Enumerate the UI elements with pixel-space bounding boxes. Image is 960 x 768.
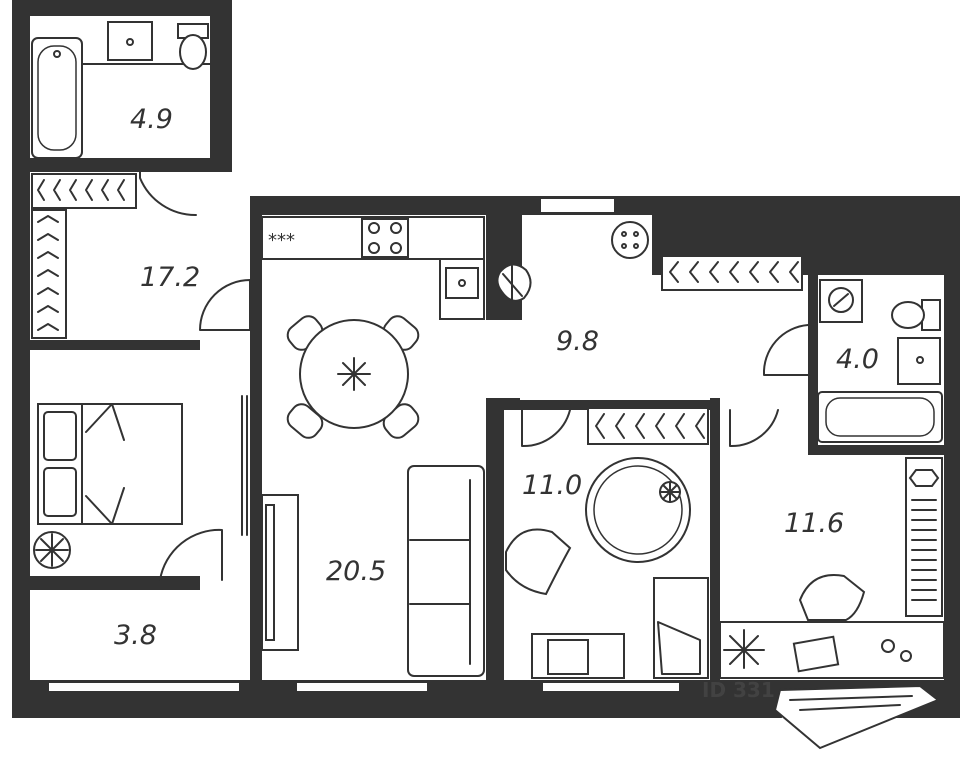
wc-sink xyxy=(897,337,941,385)
wm-dot-1 xyxy=(621,231,627,237)
desk-chair-center xyxy=(547,639,589,675)
plant-icon-hall xyxy=(496,263,532,302)
nightstand-lid xyxy=(657,621,701,675)
pillow-bottom xyxy=(43,467,77,517)
label-right-bedroom-area: 11.6 xyxy=(784,508,844,539)
wc-sink-drain xyxy=(916,356,924,364)
center-wardrobe-hangers xyxy=(595,413,705,439)
armchair-center xyxy=(505,528,572,596)
window-kitchen xyxy=(295,681,429,693)
bathroom-sink-drain xyxy=(126,38,134,46)
bathtub-inner xyxy=(37,45,77,151)
label-storage-area: 3.8 xyxy=(114,620,157,651)
laptop-icon xyxy=(792,635,840,673)
washing-machine-hall xyxy=(611,221,649,259)
door-hallway xyxy=(199,279,251,331)
center-bedroom-wardrobe xyxy=(587,407,709,445)
wall-corridor xyxy=(250,330,262,680)
wall-wc-bottom xyxy=(808,445,944,455)
wall-bedroom-bottom xyxy=(30,578,160,590)
door-wc xyxy=(762,324,809,376)
wall-wc-left-lower xyxy=(808,395,818,455)
window-storage xyxy=(47,681,241,693)
hallway-wardrobe-top xyxy=(31,173,137,209)
plant-icon-right xyxy=(723,629,765,669)
wm-dot-3 xyxy=(621,243,627,249)
wall-wc-left xyxy=(808,275,818,325)
window-balcony-inner xyxy=(789,695,913,711)
label-wc-area: 4.0 xyxy=(836,344,879,375)
door-center-bedroom xyxy=(521,409,571,448)
pillow-top xyxy=(43,411,77,461)
stove xyxy=(361,218,409,258)
wall-center-left xyxy=(486,398,504,680)
window-kitchen-top xyxy=(539,197,616,214)
wardrobe-hangers-side xyxy=(37,215,59,331)
desk-lamp-base xyxy=(900,650,912,662)
door-bathroom xyxy=(139,171,197,217)
wm-dot-4 xyxy=(633,243,639,249)
wm-dot-2 xyxy=(633,231,639,237)
wardrobe-hangers-top xyxy=(37,179,125,201)
right-wardrobe-hangers xyxy=(911,499,937,601)
wc-bathtub-inner xyxy=(825,397,935,437)
burner-3 xyxy=(368,242,380,254)
table-plant-icon xyxy=(337,357,371,391)
ball-icon xyxy=(659,481,681,503)
room-right-bedroom-top xyxy=(720,400,810,460)
bed-blanket-fold xyxy=(85,403,125,525)
watermark-id: ID 331 xyxy=(702,678,775,702)
bath-drain-icon xyxy=(53,50,61,58)
desk-lamp-icon xyxy=(881,639,895,653)
kitchen-sink-drain xyxy=(458,279,466,287)
wc-washer-mark xyxy=(833,293,849,307)
armchair-right xyxy=(798,574,866,621)
wardrobe-knob-icon xyxy=(908,469,940,487)
burner-1 xyxy=(368,222,380,234)
plant-icon-left-bedroom xyxy=(33,531,71,569)
wall-hall-left xyxy=(30,340,130,350)
round-rug xyxy=(585,457,691,563)
round-rug-inner xyxy=(593,465,683,555)
burner-2 xyxy=(390,222,402,234)
label-bathroom-area: 4.9 xyxy=(130,104,173,135)
window-center-bedroom xyxy=(541,681,681,693)
door-right-bedroom xyxy=(729,409,779,448)
burner-4 xyxy=(390,242,402,254)
label-center-bedroom-area: 11.0 xyxy=(522,470,582,501)
door-storage xyxy=(159,528,223,581)
wc-toilet-bowl xyxy=(891,301,925,329)
label-hallway-area: 17.2 xyxy=(140,262,200,293)
wall-center-top xyxy=(504,398,520,408)
dining-set xyxy=(286,315,420,439)
tv xyxy=(265,504,275,641)
wall-bath-left xyxy=(12,0,30,718)
toilet-bowl xyxy=(179,34,207,70)
bathtub xyxy=(31,37,83,159)
countertop-appliance-icon: *** xyxy=(268,230,295,251)
wc-bathtub xyxy=(817,391,943,443)
hall-wardrobe-hangers xyxy=(669,261,799,283)
label-kitchen-area: 20.5 xyxy=(326,556,386,587)
label-hall-center-area: 9.8 xyxy=(556,326,599,357)
room-storage-floor xyxy=(30,590,252,680)
window-balcony xyxy=(773,684,940,750)
hallway-wardrobe-side xyxy=(31,209,67,339)
wall-center-right xyxy=(710,398,720,680)
sofa xyxy=(407,465,485,677)
